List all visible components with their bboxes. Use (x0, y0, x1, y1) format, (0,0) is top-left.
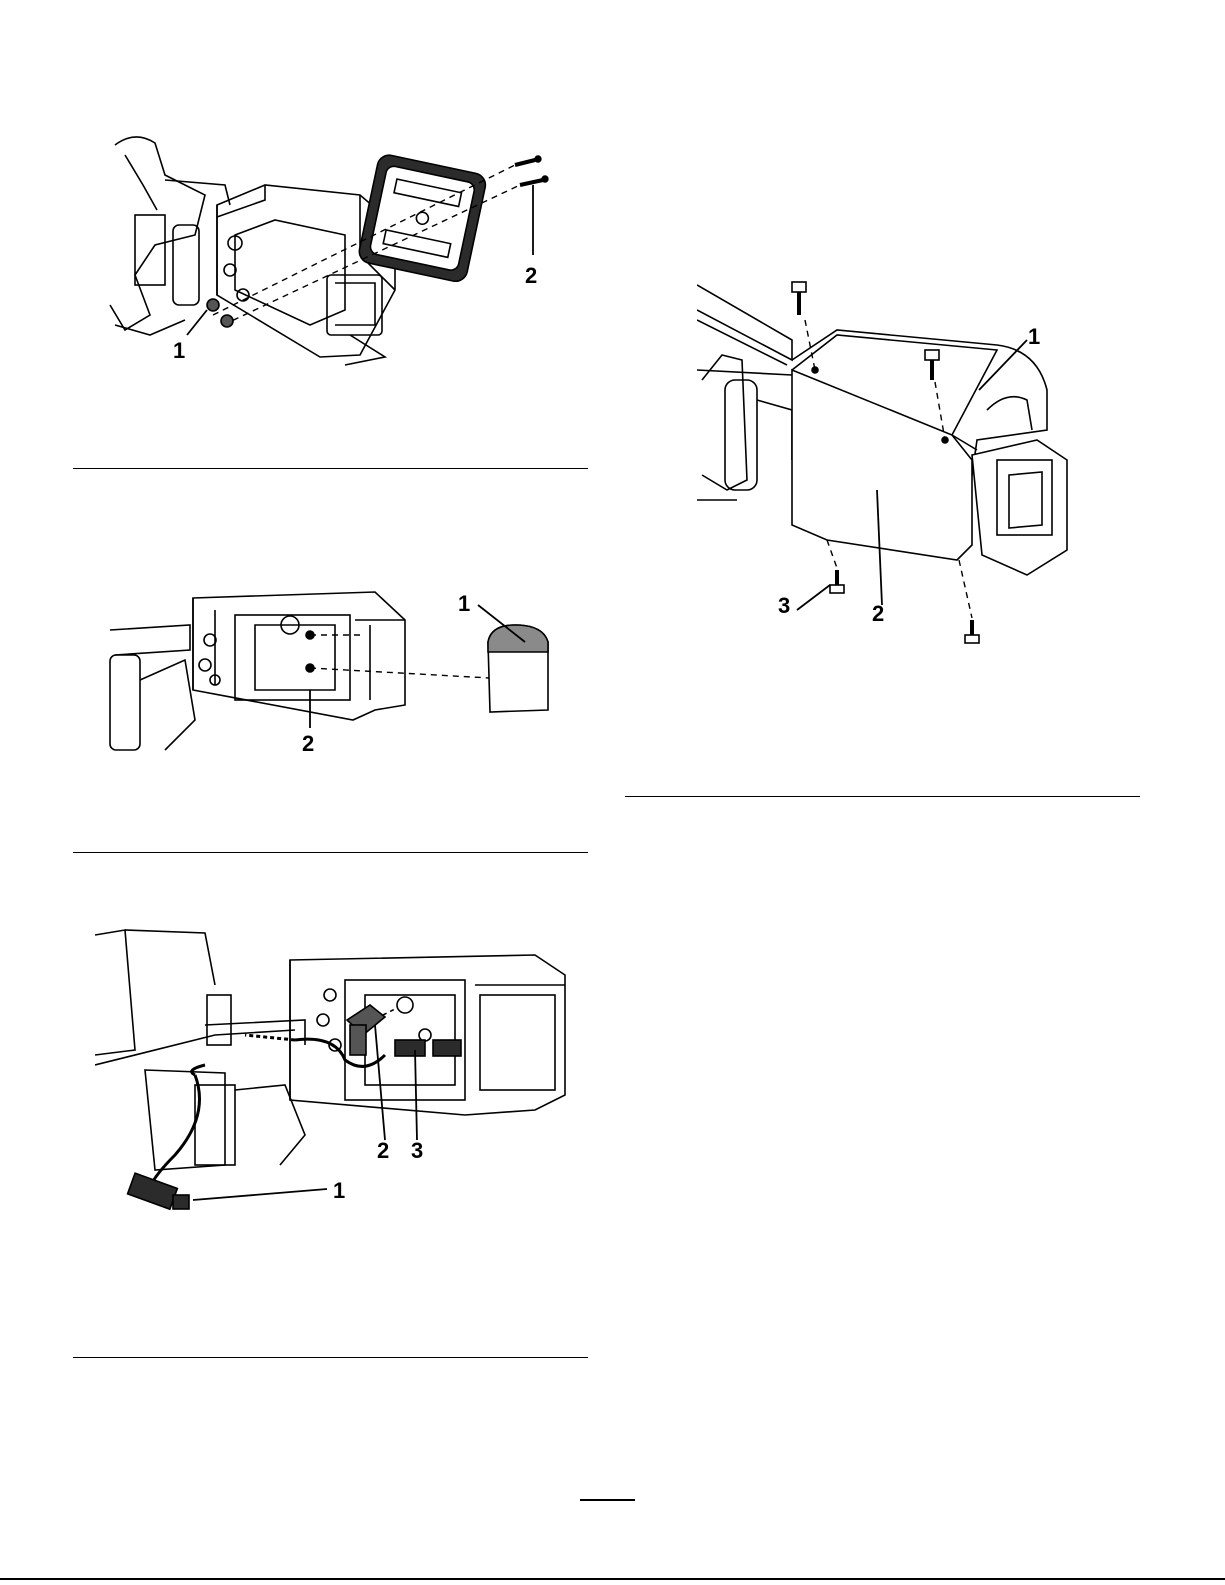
figure-side-light (105, 580, 565, 755)
callout-3: 3 (411, 1140, 423, 1162)
callout-1: 1 (173, 340, 185, 362)
callout-2: 2 (377, 1140, 389, 1162)
callout-1: 1 (333, 1180, 345, 1202)
callout-2: 2 (525, 265, 537, 287)
page-footer-rule (0, 1578, 1225, 1580)
callout-1: 1 (458, 593, 470, 615)
section-divider (73, 852, 588, 853)
section-divider (625, 796, 1140, 797)
callout-2: 2 (302, 733, 314, 755)
callout-3: 3 (778, 595, 790, 617)
section-divider (73, 1357, 588, 1358)
callout-2: 2 (872, 603, 884, 625)
figure-wiring-connectors (95, 925, 570, 1215)
page-number-rule (580, 1499, 635, 1501)
callout-1: 1 (1028, 326, 1040, 348)
section-divider (73, 468, 588, 469)
figure-light-mount-top (95, 125, 575, 370)
